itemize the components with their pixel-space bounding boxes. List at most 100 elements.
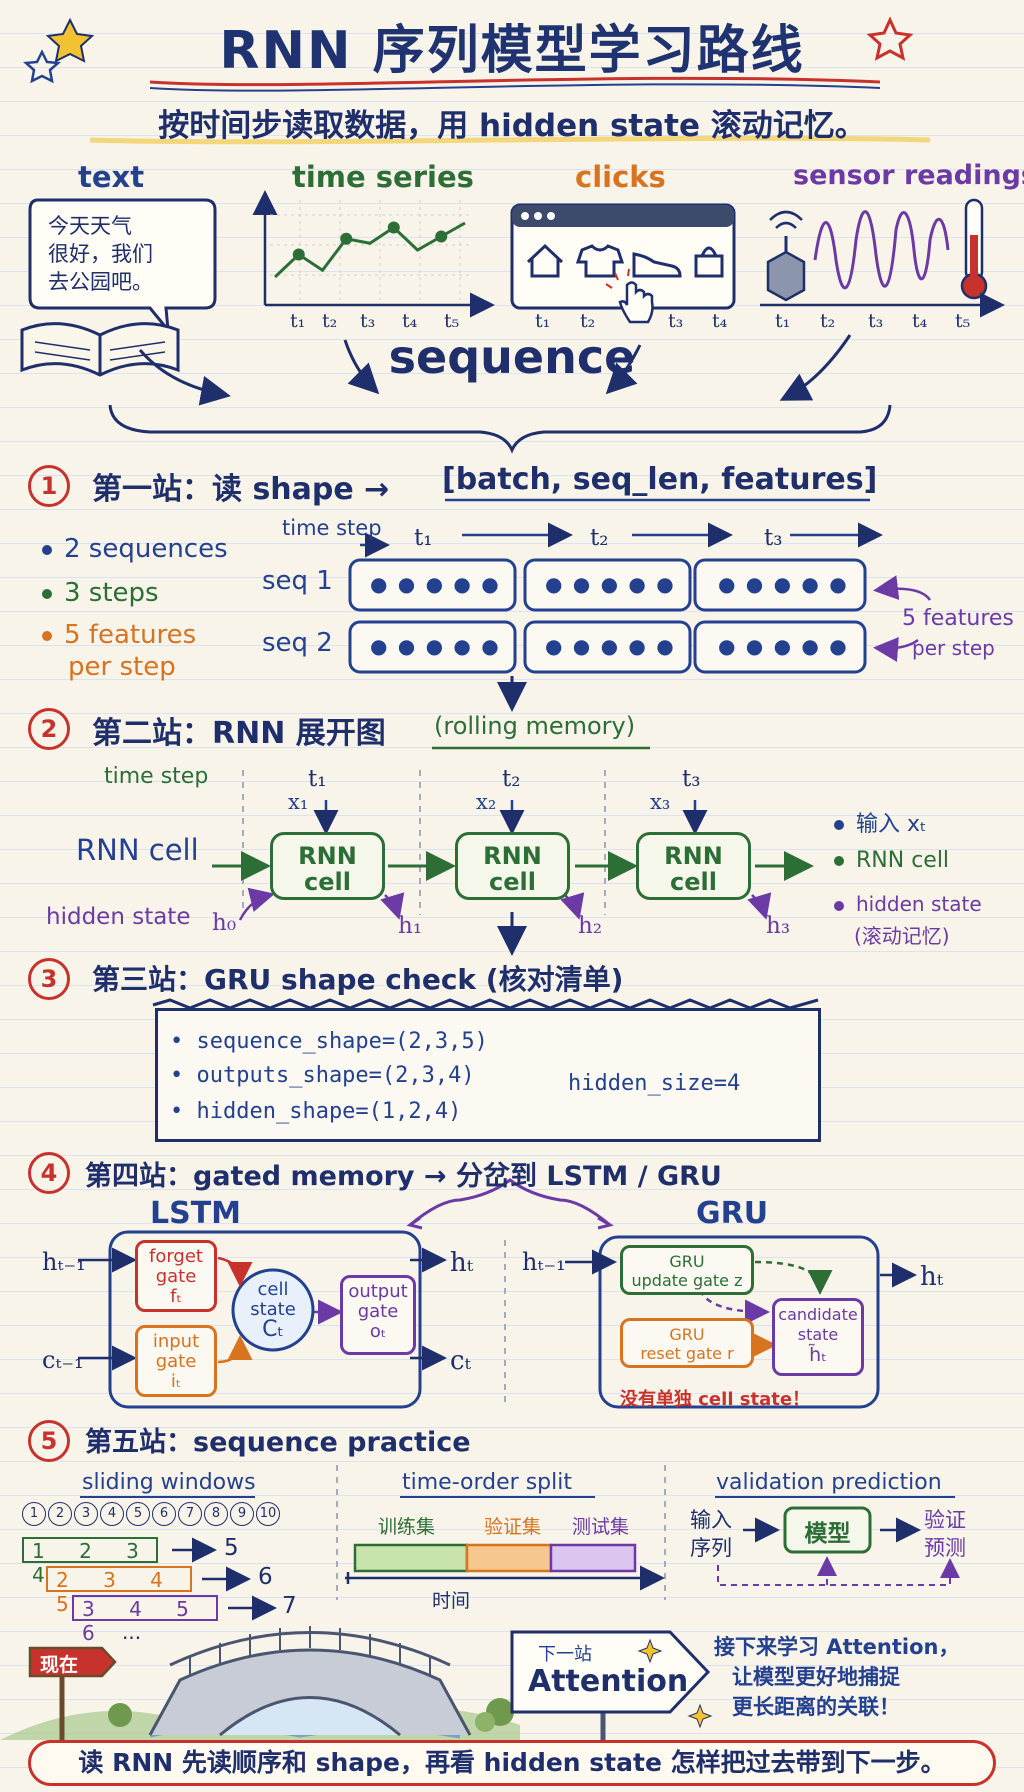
ts-tick: t₃ [360, 310, 376, 332]
time-series-chart [252, 190, 495, 318]
bullet-item: 2 sequences [42, 534, 228, 564]
section-number: 1 [28, 465, 70, 507]
index-circle: 8 [204, 1502, 228, 1526]
gru-input-h: hₜ₋₁ [522, 1248, 566, 1276]
bubble-line: 今天天气 [48, 214, 132, 238]
bullet-text: 2 sequences [64, 534, 228, 564]
index-circle: 4 [100, 1502, 124, 1526]
feature-dots: ● ● ● ● ● [718, 634, 849, 658]
source-label-sensor: sensor readings [793, 160, 1024, 191]
gate-text: GRU [669, 1325, 705, 1344]
window-box: 2 3 4 5 [46, 1566, 192, 1616]
gate-text: output [348, 1281, 408, 1302]
bullet-dot [42, 630, 52, 641]
input-label: x₃ [650, 790, 671, 814]
gru-note: 没有单独 cell state！ [620, 1389, 811, 1410]
gate-text: state [797, 1325, 839, 1344]
step-label: t₃ [682, 766, 701, 792]
shape-formula: [batch, seq_len, features] [442, 462, 878, 497]
star-icon [866, 16, 914, 61]
index-circle: 6 [152, 1502, 176, 1526]
sliding-windows-title: sliding windows [82, 1470, 256, 1495]
page-title: RNN 序列模型学习路线 [219, 21, 805, 81]
window-box: 3 4 5 6 [72, 1595, 218, 1645]
gru-title: GRU [696, 1196, 769, 1231]
input-label: x₂ [476, 790, 497, 814]
legend-dot [834, 820, 844, 830]
sequence-label: sequence [388, 330, 636, 384]
index-circle: 10 [256, 1502, 280, 1526]
shape-checklist: • sequence_shape=(2,3,5) • outputs_shape… [155, 1008, 821, 1142]
sensor-wave [813, 210, 950, 290]
section-number: 4 [28, 1152, 70, 1194]
cell-text: cell [489, 868, 536, 896]
step-label: t₃ [764, 525, 783, 551]
bullet-dot [42, 544, 52, 555]
time-step-label: time step [282, 516, 382, 540]
source-label-text: text [78, 160, 145, 194]
validation-input: 输入序列 [690, 1506, 732, 1562]
checklist-item: • hidden_shape=(1,2,4) [170, 1099, 462, 1124]
ts-tick: t₁ [290, 310, 306, 332]
index-circle: 1 [22, 1502, 46, 1526]
section-2-note: (rolling memory) [434, 712, 636, 740]
step-label: t₁ [414, 525, 433, 551]
shirt-icon [575, 244, 625, 278]
feature-dots: ● ● ● ● ● [718, 572, 849, 596]
sensor-tick: t₄ [912, 310, 928, 332]
cell-text: cell [304, 868, 351, 896]
validation-output-line: 验证 [924, 1508, 966, 1532]
split-val [465, 1543, 553, 1573]
feature-dots: ● ● ● ● ● [545, 572, 676, 596]
hidden-label: h₀ [212, 910, 237, 936]
index-circle: 2 [48, 1502, 72, 1526]
lstm-input-c: cₜ₋₁ [42, 1346, 84, 1374]
ts-tick: t₄ [402, 310, 418, 332]
split-train [353, 1543, 469, 1573]
index-circle: 3 [74, 1502, 98, 1526]
ts-point [435, 230, 448, 243]
ts-tick: t₂ [322, 310, 338, 332]
split-label-train: 训练集 [378, 1516, 436, 1538]
feature-dots: ● ● ● ● ● [545, 634, 676, 658]
bullet-item: 3 steps [42, 578, 159, 608]
side-note: per step [912, 636, 995, 660]
bullet-item: 5 features [42, 620, 196, 650]
time-order-split-bar [353, 1543, 637, 1573]
gate-text: oₜ [369, 1321, 387, 1342]
section-number: 3 [28, 958, 70, 1000]
feature-dots: ● ● ● ● ● [370, 572, 501, 596]
window-target: 6 [258, 1564, 273, 1590]
gate-text: iₜ [170, 1371, 182, 1392]
time-axis-label: 时间 [432, 1590, 471, 1612]
book-icon [20, 322, 180, 377]
home-icon [526, 243, 564, 278]
step-label: t₁ [308, 766, 327, 792]
step-label: t₂ [590, 525, 609, 551]
legend-text: 输入 xₜ [856, 812, 927, 837]
cell-text: RNN [298, 842, 357, 870]
validation-output: 验证预测 [924, 1506, 966, 1562]
split-label-test: 测试集 [572, 1516, 630, 1538]
gate-text: gate [155, 1266, 197, 1287]
section-3-title: 第三站：GRU shape check (核对清单) [92, 963, 624, 996]
thermometer-icon [960, 198, 988, 300]
hidden-size-note: hidden_size=4 [568, 1071, 741, 1096]
ellipsis: ... [122, 1620, 142, 1644]
browser-window-icon [510, 203, 736, 310]
next-station-small: 下一站 [538, 1644, 592, 1665]
shoe-icon [632, 252, 682, 278]
row-label: seq 1 [262, 566, 333, 596]
gate-text: gate [357, 1301, 399, 1322]
lstm-input-h: hₜ₋₁ [42, 1248, 86, 1276]
index-circle: 5 [126, 1502, 150, 1526]
